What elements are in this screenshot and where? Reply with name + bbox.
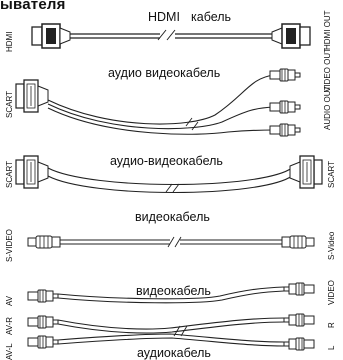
hdmi-cable <box>31 23 311 49</box>
scart-to-rca-cable <box>15 68 301 137</box>
rca-right-r-label: R <box>327 322 336 328</box>
hdmi-caption-a: HDMI <box>148 10 180 24</box>
page-heading: ывателя <box>0 0 66 13</box>
scart-av-caption: аудио видеокабель <box>108 66 221 80</box>
hdmi-plug-right <box>271 23 311 49</box>
scart-scart-caption: аудио-видеокабель <box>110 154 223 168</box>
svideo-cable <box>27 235 315 249</box>
rca-right-l-label: L <box>327 345 336 350</box>
svideo-right-label: S-Video <box>327 231 336 260</box>
rca-video-cable <box>27 282 315 304</box>
hdmi-caption-b: кабель <box>191 10 232 24</box>
scart-scart-cable <box>15 155 323 193</box>
hdmi-left-label: HDMI <box>5 31 14 52</box>
hdmi-right-label: HDMI OUT <box>323 10 332 50</box>
rca-left-av-label: AV <box>5 295 14 306</box>
rca-audio-cable <box>27 313 315 351</box>
scart-av-left-label: SCART <box>5 91 14 118</box>
hdmi-plug-left <box>31 23 71 49</box>
rca-audio-caption: аудиокабель <box>137 346 211 360</box>
rca-video-caption: видеокабель <box>136 284 211 298</box>
rca-left-avr-label: AV-R <box>5 316 14 335</box>
audio-out-label: AUDIO OUT <box>323 85 332 130</box>
svideo-caption: видеокабель <box>135 210 210 224</box>
svideo-left-label: S-VIDEO <box>5 229 14 262</box>
rca-right-video-label: VIDEO <box>327 280 336 305</box>
scart-scart-left-label: SCART <box>5 161 14 188</box>
scart-scart-right-label: SCART <box>327 161 336 188</box>
rca-left-avl-label: AV-L <box>5 343 14 360</box>
